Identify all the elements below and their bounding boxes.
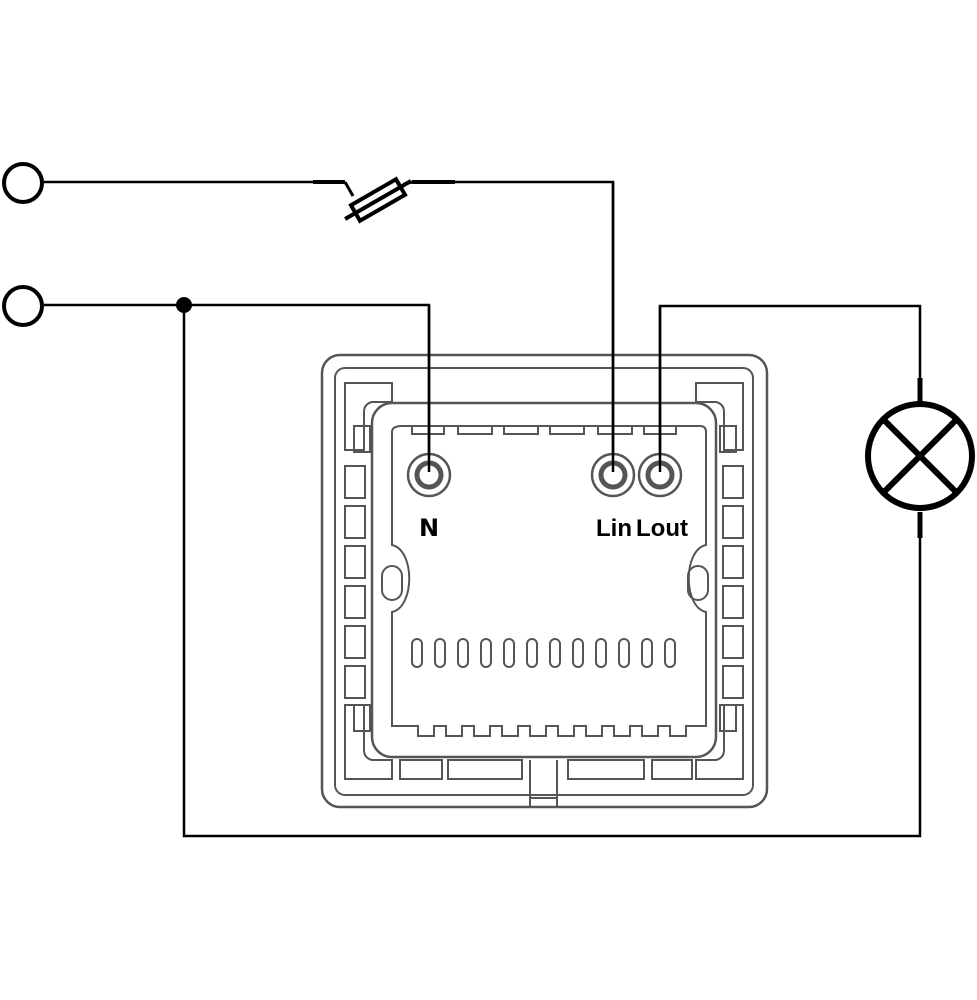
terminal-label-n: N xyxy=(419,514,439,542)
device-frame-outer xyxy=(320,353,769,809)
inner-housing xyxy=(370,401,718,759)
corner-block-tl xyxy=(344,382,393,451)
terminal-label-lout: Lout xyxy=(636,515,688,542)
side-teeth-right xyxy=(722,465,744,699)
corner-block-tr xyxy=(695,382,744,451)
screw-terminal-icon xyxy=(637,452,683,498)
input-terminal-icon xyxy=(2,162,44,204)
corner-block-bl xyxy=(344,704,393,780)
wires xyxy=(44,180,922,838)
corner-block-br xyxy=(695,704,744,780)
latch xyxy=(353,425,371,453)
terminal-label-lin: Lin xyxy=(596,515,632,542)
device-frame-inner xyxy=(334,367,754,796)
inner-panel xyxy=(391,425,707,737)
mount-hole-right xyxy=(687,565,709,601)
vent-slots xyxy=(411,638,676,668)
side-teeth-left xyxy=(344,465,366,699)
input-terminal-icon xyxy=(2,285,44,327)
latch xyxy=(719,425,737,453)
mount-hole-left xyxy=(381,565,403,601)
switch-device xyxy=(320,353,769,809)
fuse-icon xyxy=(344,176,412,224)
latch xyxy=(353,704,371,732)
lamp-icon xyxy=(865,378,975,538)
bottom-notch xyxy=(529,760,558,807)
junction-dot-icon xyxy=(176,297,192,313)
top-tabs xyxy=(411,426,677,435)
wire-neutral-return xyxy=(182,305,922,838)
bottom-blocks xyxy=(399,759,693,780)
latch xyxy=(719,704,737,732)
fuse-link xyxy=(343,180,413,197)
